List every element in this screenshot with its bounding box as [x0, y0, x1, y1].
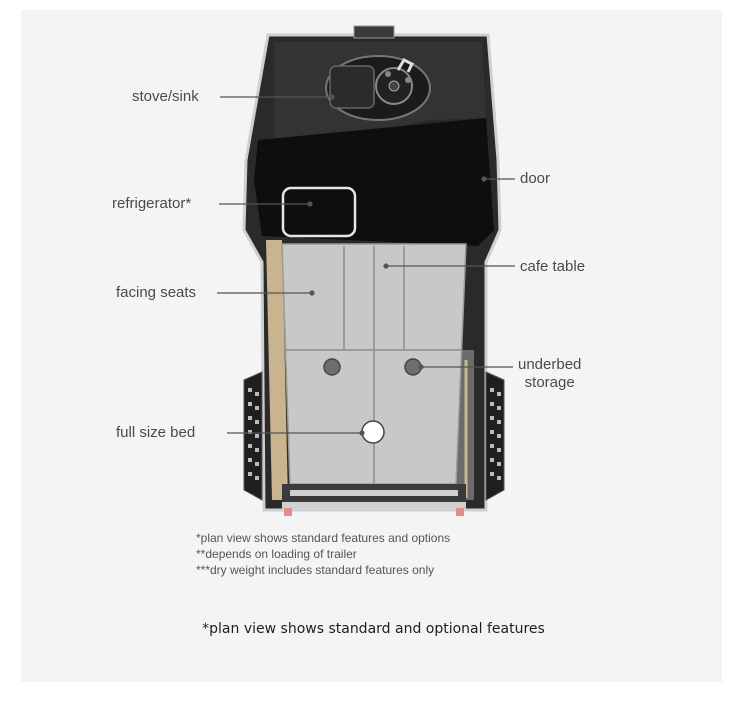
- label-underbed-line2: storage: [524, 374, 575, 391]
- stove-sink-counter: [274, 42, 486, 150]
- label-full-size-bed: full size bed: [116, 424, 196, 441]
- label-cafe-table: cafe table: [520, 258, 586, 275]
- leader-lines: [217, 94, 515, 436]
- label-underbed-line1: underbed: [518, 356, 582, 373]
- figure-caption: *plan view shows standard and optional f…: [202, 621, 545, 637]
- rear-frame: [282, 484, 466, 516]
- right-fender-plate: [485, 371, 505, 501]
- label-stove-sink: stove/sink: [132, 88, 199, 105]
- label-facing-seats: facing seats: [116, 284, 197, 301]
- label-refrigerator: refrigerator*: [112, 195, 192, 212]
- note-dry-weight: ***dry weight includes standard features…: [196, 563, 435, 577]
- floor-area: [254, 118, 494, 246]
- label-door: door: [520, 170, 551, 187]
- left-wood-panel: [266, 240, 288, 500]
- note-loading: **depends on loading of trailer: [196, 547, 357, 561]
- refrigerator-outline: [281, 186, 357, 238]
- left-fender-plate: [243, 371, 263, 501]
- bed-cushions: [281, 243, 467, 485]
- note-plan-view: *plan view shows standard features and o…: [196, 531, 451, 545]
- label-underbed-storage: underbed storage: [518, 356, 581, 392]
